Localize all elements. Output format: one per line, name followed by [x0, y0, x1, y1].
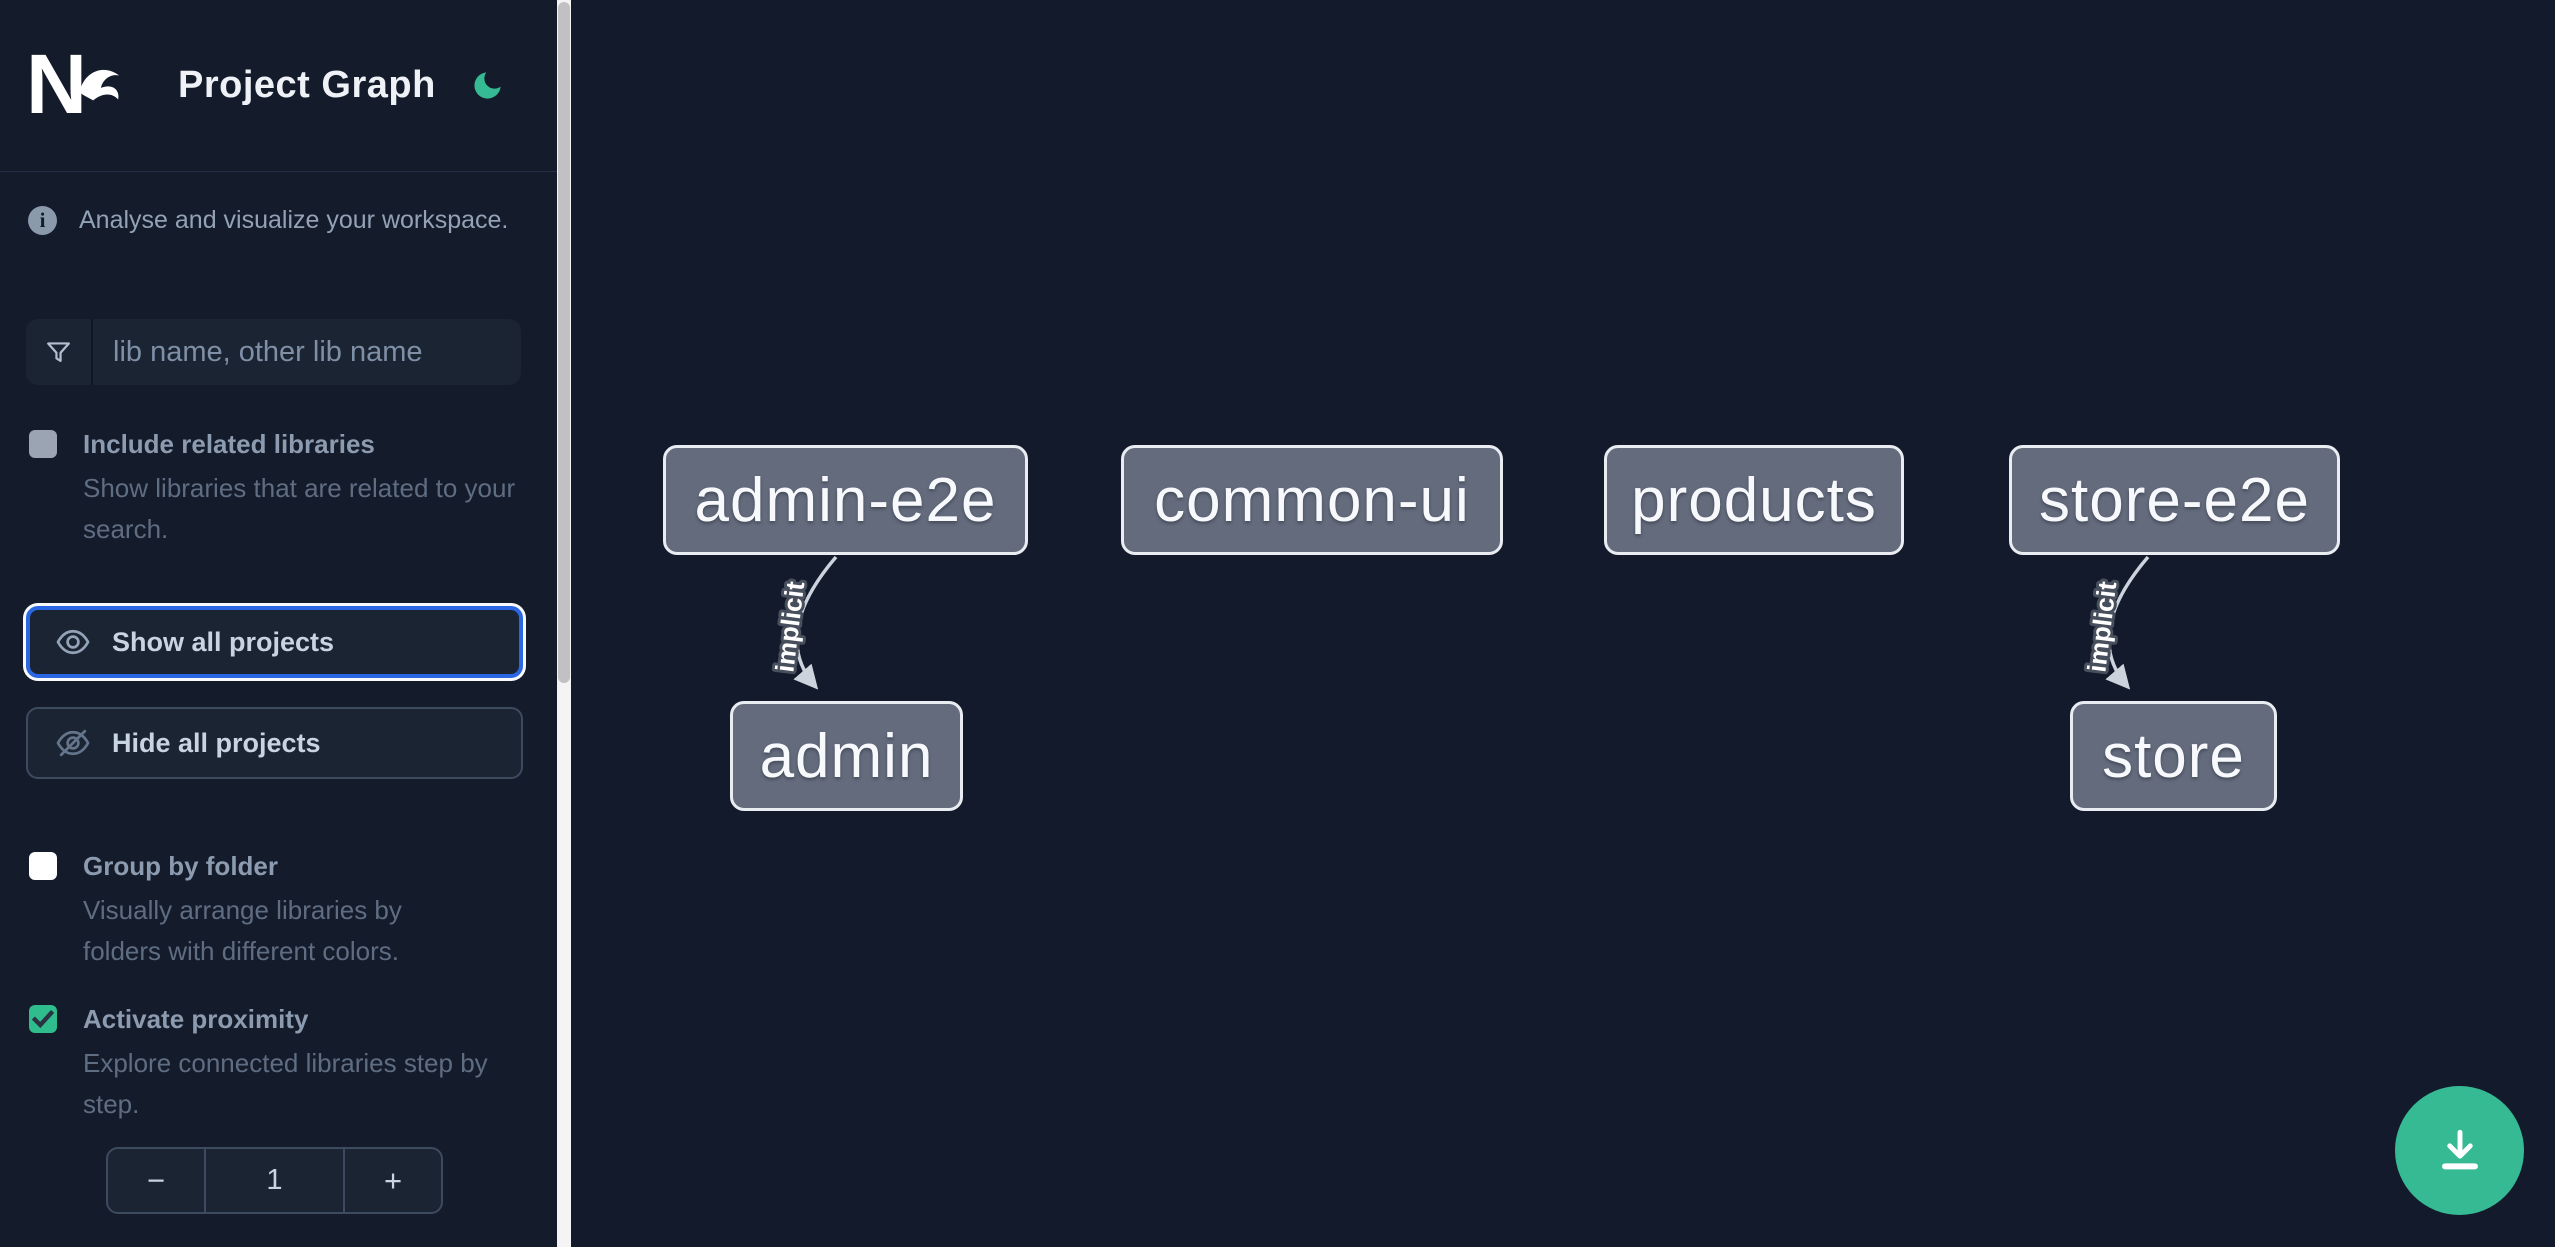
check-icon [30, 1006, 56, 1032]
info-text: Analyse and visualize your workspace. [79, 206, 509, 234]
graph-node-common-ui[interactable]: common-ui [1121, 445, 1503, 555]
graph-node-products[interactable]: products [1604, 445, 1904, 555]
group-by-folder-label: Group by folder [83, 851, 278, 881]
include-related-setting: Include related libraries Show libraries… [29, 427, 521, 550]
nx-logo: N [26, 49, 122, 123]
download-icon [2432, 1123, 2488, 1179]
svg-text:N: N [26, 49, 87, 123]
info-icon: i [28, 206, 57, 235]
sidebar-header: N Project Graph [0, 0, 557, 172]
search-input[interactable] [93, 319, 521, 385]
graph-node-store[interactable]: store [2070, 701, 2277, 811]
graph-node-admin-e2e[interactable]: admin-e2e [663, 445, 1028, 555]
workspace-info: i Analyse and visualize your workspace. [28, 206, 521, 235]
sidebar: N Project Graph i Analyse and visualize … [0, 0, 557, 1247]
edge-store-e2e-to-store: implicit [2078, 555, 2150, 690]
edge-label-implicit: implicit [769, 579, 810, 673]
eye-icon [54, 623, 92, 661]
theme-toggle-button[interactable] [470, 68, 505, 103]
eye-slash-icon [54, 724, 92, 762]
activate-proximity-checkbox[interactable] [29, 1005, 57, 1033]
show-all-projects-button[interactable]: Show all projects [26, 606, 523, 678]
hide-all-projects-label: Hide all projects [112, 727, 321, 758]
page-title: Project Graph [178, 64, 436, 106]
activate-proximity-label: Activate proximity [83, 1004, 309, 1034]
graph-node-store-e2e[interactable]: store-e2e [2009, 445, 2340, 555]
graph-node-admin[interactable]: admin [730, 701, 963, 811]
proximity-increment-button[interactable]: + [345, 1149, 441, 1212]
search-box [26, 319, 521, 385]
hide-all-projects-button[interactable]: Hide all projects [26, 707, 523, 779]
download-image-button[interactable] [2395, 1086, 2524, 1215]
group-by-folder-description: Visually arrange libraries by folders wi… [83, 895, 402, 966]
include-related-label: Include related libraries [83, 429, 375, 459]
moon-icon [470, 68, 505, 103]
include-related-checkbox[interactable] [29, 430, 57, 458]
proximity-decrement-button[interactable]: − [108, 1149, 204, 1212]
show-all-projects-label: Show all projects [112, 626, 335, 657]
include-related-description: Show libraries that are related to your … [83, 473, 516, 544]
group-by-folder-checkbox[interactable] [29, 852, 57, 880]
activate-proximity-description: Explore connected libraries step by step… [83, 1048, 488, 1119]
project-actions: Show all projects Hide all projects [26, 606, 523, 779]
graph-edges-layer: implicit implicit [766, 555, 2150, 690]
sidebar-scrollbar-track [557, 0, 571, 1247]
filter-icon [26, 319, 93, 385]
edge-label-implicit: implicit [2081, 579, 2122, 673]
proximity-depth-stepper: − + [106, 1147, 443, 1214]
graph-canvas[interactable]: implicit implicit admin-e2e common-ui pr… [571, 0, 2555, 1247]
group-by-folder-setting: Group by folder Visually arrange librari… [29, 849, 521, 972]
proximity-depth-input[interactable] [204, 1149, 345, 1212]
sidebar-scrollbar-thumb[interactable] [558, 2, 570, 683]
edge-admin-e2e-to-admin: implicit [766, 555, 838, 690]
activate-proximity-setting: Activate proximity Explore connected lib… [29, 1002, 521, 1125]
